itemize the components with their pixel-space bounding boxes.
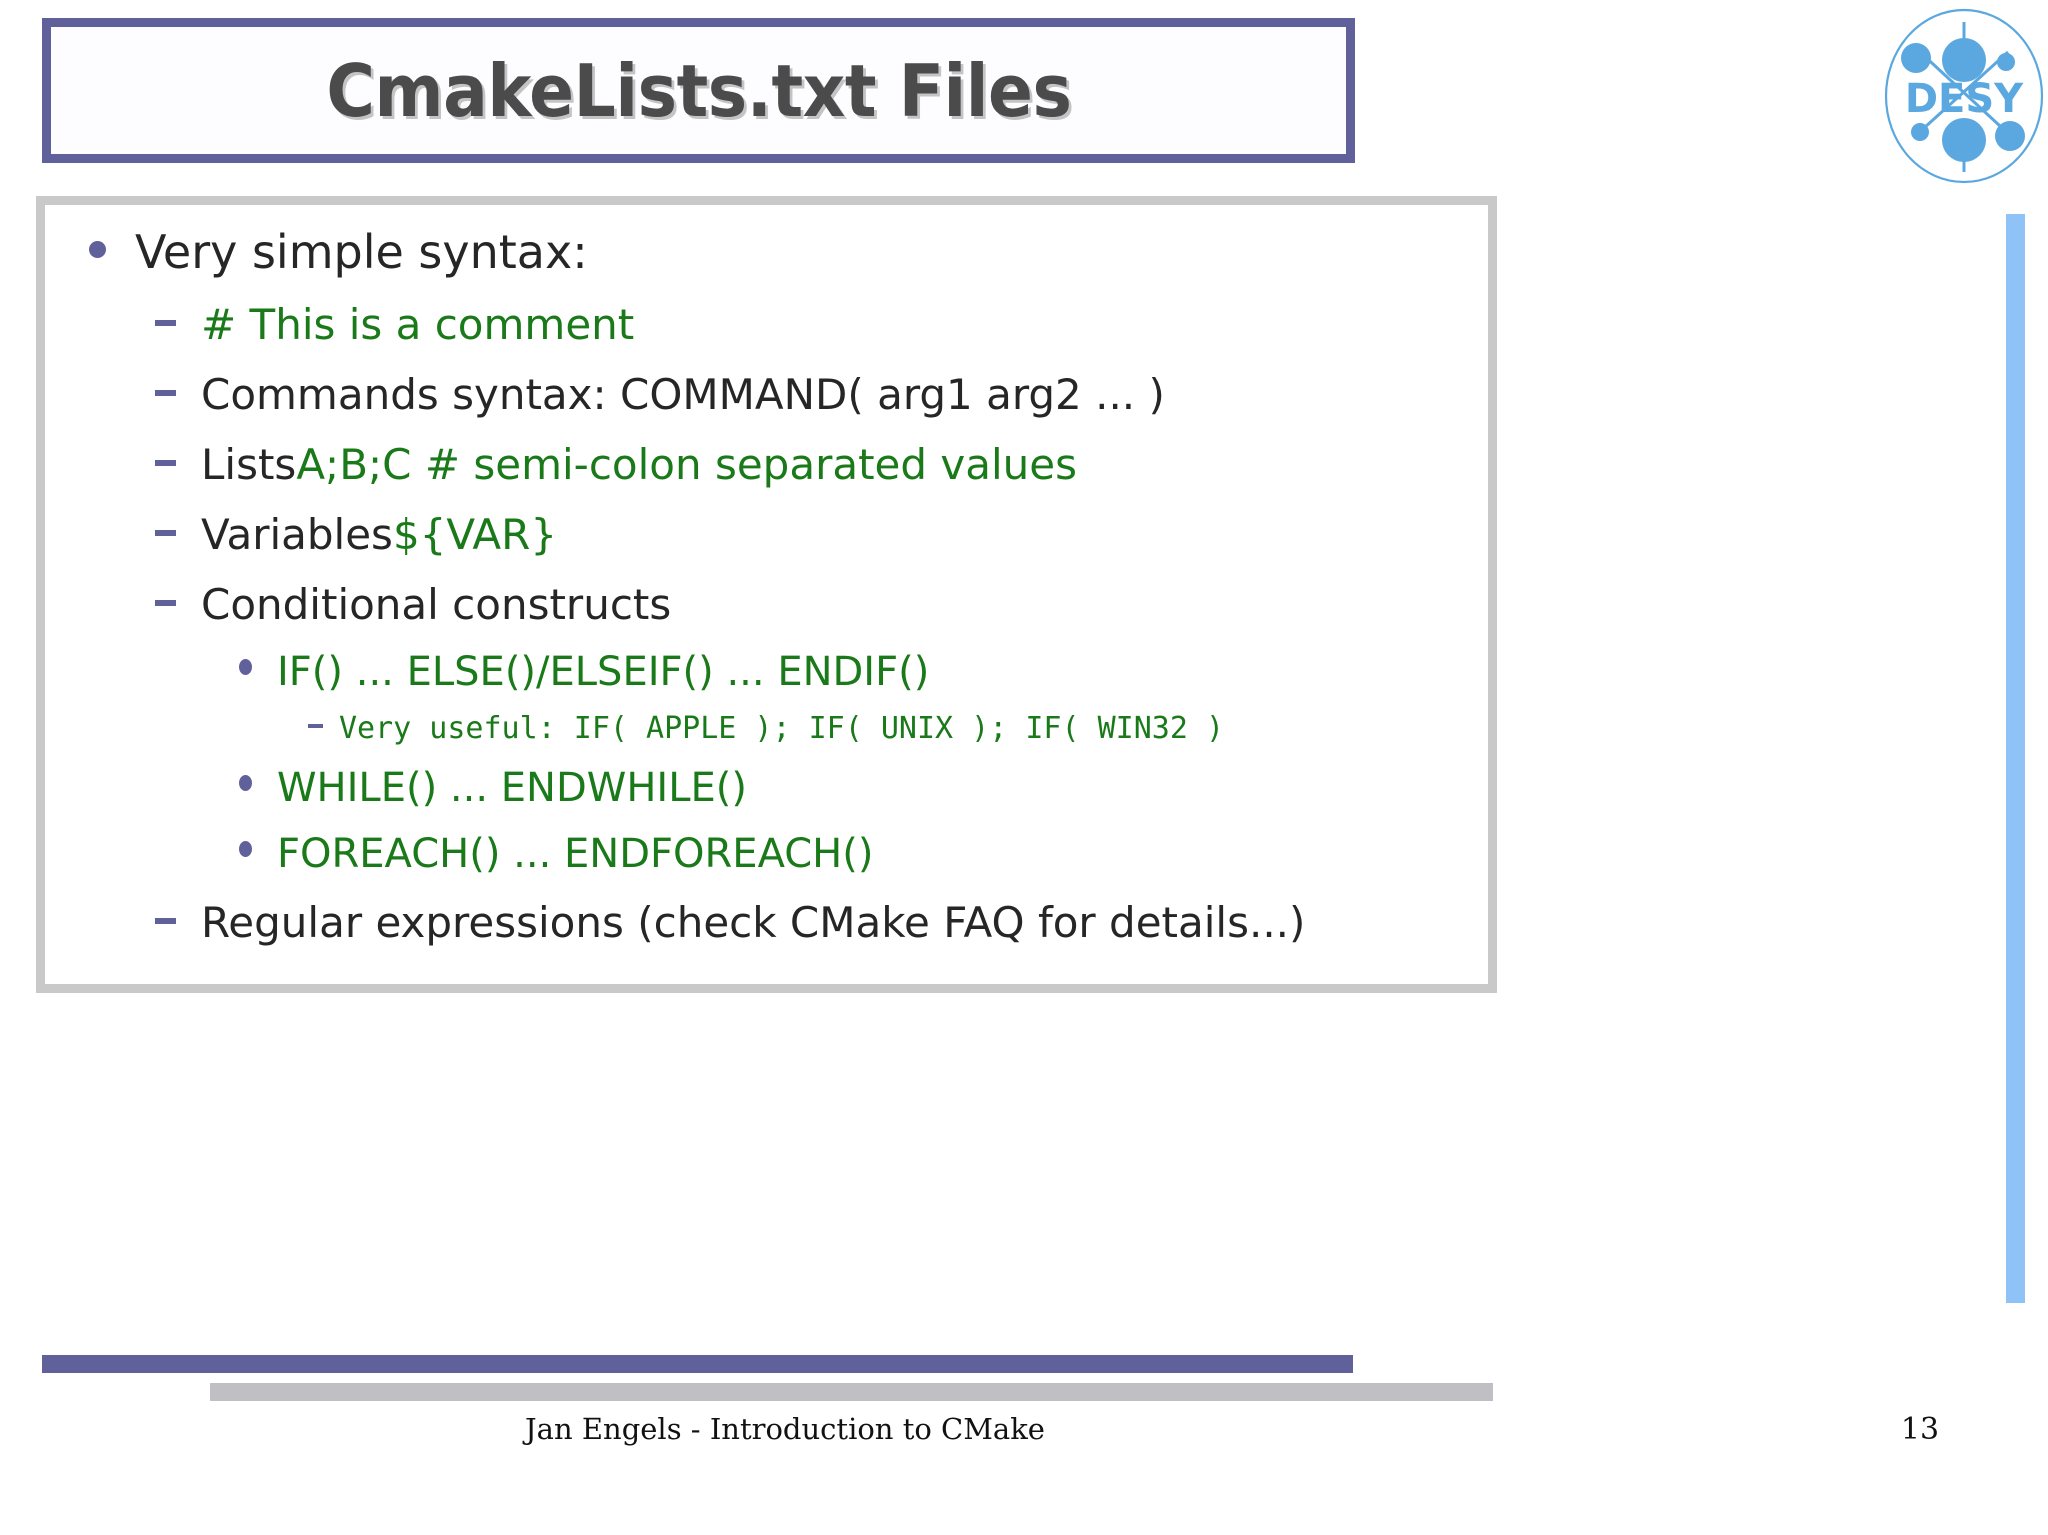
bullet-item: Conditional constructs <box>151 577 1478 633</box>
bullet-dot-icon <box>233 645 277 699</box>
bullet-dot-icon <box>77 221 135 283</box>
bullet-text-prefix: Variables <box>201 510 393 559</box>
footer-accent-bar-gray <box>210 1383 1493 1401</box>
bullet-text: Very useful: IF( APPLE ); IF( UNIX ); IF… <box>339 711 1225 746</box>
bullet-item: Variables ${VAR} <box>151 507 1478 563</box>
bullet-item: Very simple syntax: <box>77 221 1478 283</box>
bullet-text: Very simple syntax: <box>135 225 588 279</box>
desy-logo: DESY <box>1880 8 2048 184</box>
bullet-item: IF() ... ELSE()/ELSEIF() ... ENDIF() <box>233 645 1478 699</box>
bullet-dash-icon <box>151 437 201 493</box>
bullet-dash-icon <box>151 367 201 423</box>
bullet-dot-icon <box>233 827 277 881</box>
bullet-item: Lists A;B;C # semi-colon separated value… <box>151 437 1478 493</box>
slide-title-box: CmakeLists.txt Files <box>42 18 1355 163</box>
bullet-dash-icon <box>151 507 201 563</box>
bullet-text-code: A;B;C # semi-colon separated values <box>296 440 1078 489</box>
bullet-text-prefix: Lists <box>201 440 297 489</box>
page-title: CmakeLists.txt Files <box>325 48 1072 133</box>
bullet-dot-icon <box>233 761 277 815</box>
bullet-text: Regular expressions (check CMake FAQ for… <box>201 898 1306 947</box>
bullet-item: Very useful: IF( APPLE ); IF( UNIX ); IF… <box>305 709 1478 749</box>
bullet-text: WHILE() ... ENDWHILE() <box>277 765 747 811</box>
right-accent-bar <box>2006 214 2025 1303</box>
bullet-text-code: ${VAR} <box>392 510 558 559</box>
footer-text: Jan Engels - Introduction to CMake <box>525 1412 1045 1446</box>
bullet-dash-icon <box>151 297 201 353</box>
slide-content-box: Very simple syntax: # This is a comment … <box>36 196 1497 993</box>
bullet-item: Regular expressions (check CMake FAQ for… <box>151 895 1478 951</box>
bullet-dash-icon <box>151 895 201 951</box>
desy-wordmark: DESY <box>1905 76 2024 122</box>
bullet-text: # This is a comment <box>201 300 635 349</box>
bullet-dash-icon <box>305 709 339 749</box>
bullet-item: FOREACH() ... ENDFOREACH() <box>233 827 1478 881</box>
footer-accent-bar-purple <box>42 1355 1353 1373</box>
page-number: 13 <box>1900 1412 1940 1447</box>
bullet-text: IF() ... ELSE()/ELSEIF() ... ENDIF() <box>277 649 930 695</box>
bullet-text: Commands syntax: COMMAND( arg1 arg2 ... … <box>201 370 1165 419</box>
bullet-text: Conditional constructs <box>201 580 672 629</box>
bullet-item: Commands syntax: COMMAND( arg1 arg2 ... … <box>151 367 1478 423</box>
bullet-item: # This is a comment <box>151 297 1478 353</box>
bullet-dash-icon <box>151 577 201 633</box>
bullet-text: FOREACH() ... ENDFOREACH() <box>277 831 874 877</box>
bullet-item: WHILE() ... ENDWHILE() <box>233 761 1478 815</box>
